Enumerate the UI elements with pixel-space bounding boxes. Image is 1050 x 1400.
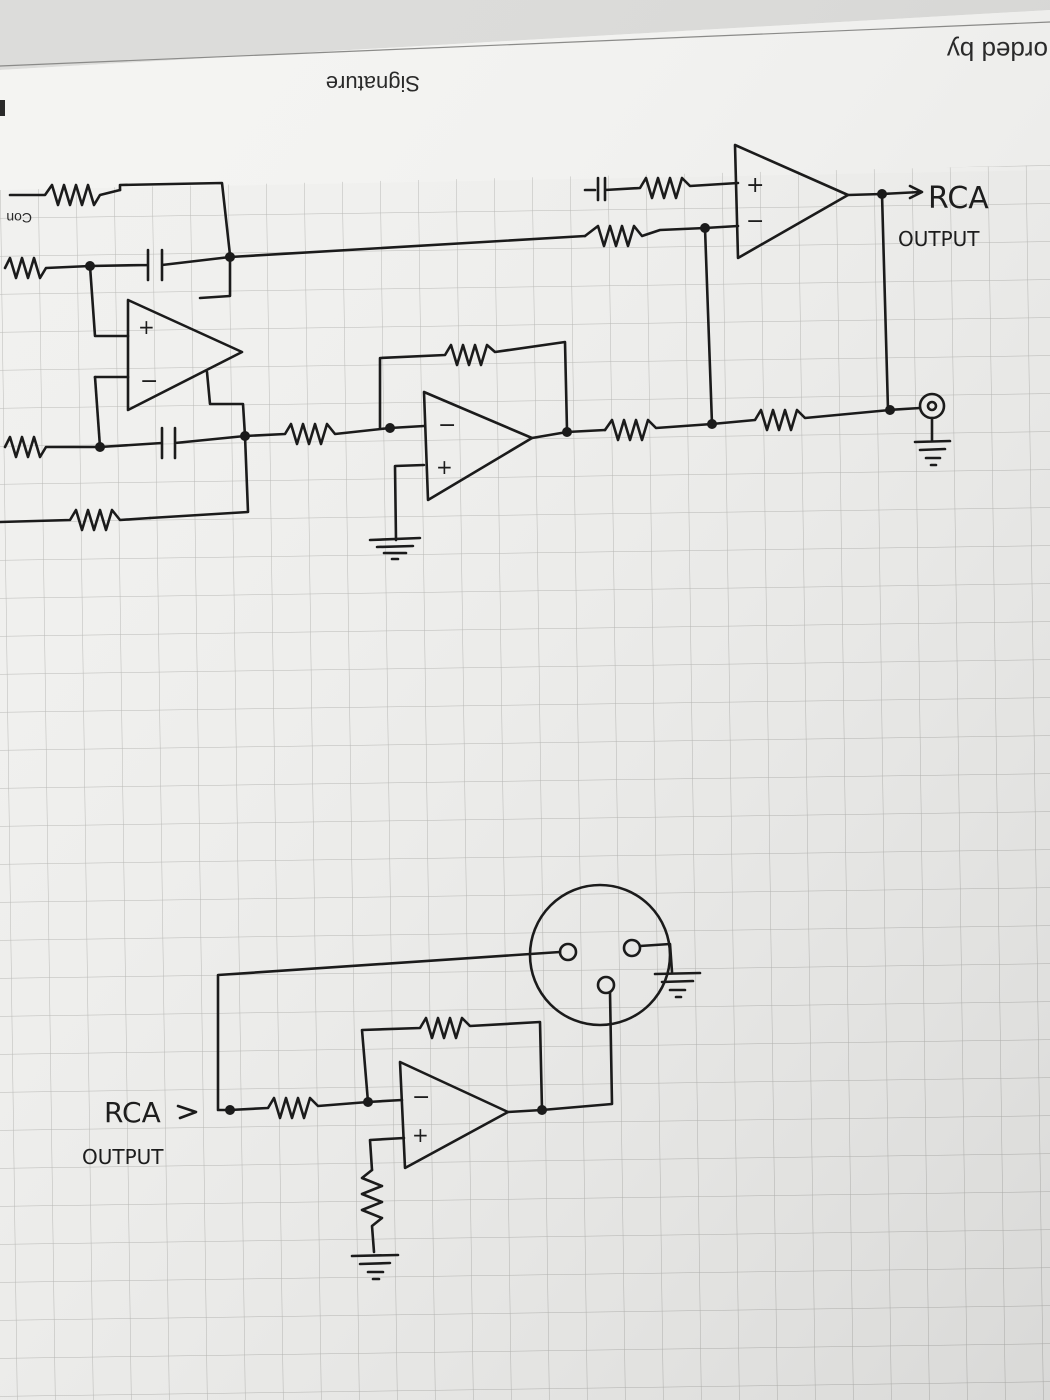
opamp-c-minus: − (746, 209, 764, 234)
recorded-by-text: orded by (947, 36, 1048, 66)
lower-circuit: − + RCA OUTPUT (82, 883, 702, 1281)
rca-input-label-top: RCA (104, 1096, 161, 1129)
resistor-ground-d (360, 1168, 384, 1254)
resistor-r8 (583, 224, 740, 248)
opamp-b: − + (422, 390, 534, 502)
resistor-r1 (8, 183, 122, 207)
lower-nodes (225, 1097, 547, 1115)
xlr-pin-3 (596, 975, 616, 995)
wire-r4-return (148, 434, 250, 520)
wire-left-vertical (93, 375, 102, 449)
wire-opamp-b-minus (388, 424, 426, 430)
resistor-r3 (3, 435, 102, 459)
opamp-c: + − (733, 143, 850, 260)
wire-opamp-a-plus (88, 264, 130, 338)
wire-opamp-b-plus (393, 463, 426, 542)
resistor-feedback-b (378, 340, 569, 432)
resistor-feedback-d (360, 1016, 544, 1112)
rca-output-label-bottom: OUTPUT (898, 227, 980, 251)
margin-fragment-text: Con (6, 210, 32, 226)
wire-feedback-c (703, 226, 714, 426)
rca-output-label-top: RCA (928, 181, 989, 216)
signature-text: Signature (326, 71, 420, 96)
wire-xlr-ground (638, 942, 674, 974)
resistor-r4 (0, 508, 152, 532)
opamp-d-plus: + (412, 1123, 429, 1147)
rca-input-arrow (176, 1104, 198, 1120)
resistor-r2 (3, 256, 92, 280)
rca-input-label-bottom: OUTPUT (82, 1145, 164, 1169)
ground-b (368, 536, 422, 561)
resistor-input (228, 1096, 370, 1120)
wire-r1-feedback (118, 181, 232, 257)
ground-d (350, 1253, 400, 1281)
opamp-d: − + (398, 1060, 510, 1170)
opamp-b-minus: − (438, 413, 456, 438)
wire-top-bus (228, 234, 587, 259)
rca-jack-inner (926, 400, 938, 412)
ground-xlr (653, 971, 702, 999)
xlr-pin-1 (622, 938, 642, 958)
capacitor-resistor-c3 (583, 176, 740, 202)
wire-opamp-d-out (506, 990, 614, 1114)
rca-output-arrow (880, 184, 924, 200)
wire-opamp-d-plus (368, 1136, 406, 1172)
capacitor-c1 (88, 248, 232, 282)
upper-circuit: + − − + (0, 143, 989, 561)
opamp-a: + − (126, 298, 244, 412)
ground-rca (913, 416, 952, 467)
wire-opamp-d-minus (366, 1098, 404, 1104)
upper-nodes (85, 189, 895, 452)
opamp-a-plus: + (138, 315, 155, 339)
resistor-r5 (243, 422, 392, 446)
wire-opamp-a-out (198, 255, 247, 438)
capacitor-c2 (98, 426, 247, 460)
margin-mark (0, 100, 5, 116)
opamp-d-minus: − (412, 1085, 430, 1110)
printed-header: orded by Signature Con (0, 36, 1048, 226)
resistor-r7 (710, 408, 892, 432)
opamp-b-plus: + (436, 455, 453, 479)
opamp-c-plus: + (746, 173, 764, 198)
wire-rca-to-xlr (216, 950, 562, 1112)
opamp-a-minus: − (140, 369, 158, 394)
resistor-r6 (603, 418, 714, 442)
